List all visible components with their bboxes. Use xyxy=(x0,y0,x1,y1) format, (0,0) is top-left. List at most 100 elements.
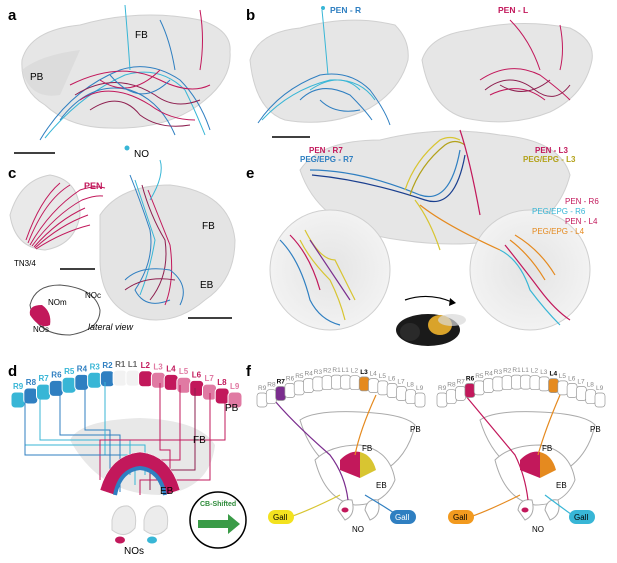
pb-glomerulus-f xyxy=(377,380,389,396)
pb-glomerulus-f xyxy=(473,380,485,396)
pb-glomerulus-f-label: L9 xyxy=(416,385,424,392)
pb-glomerulus-f xyxy=(492,376,504,392)
eb-highlight-f-right xyxy=(520,451,540,478)
pb-glomerulus-f xyxy=(358,376,370,392)
pb-region xyxy=(22,50,80,96)
eb-highlight-f-left xyxy=(340,451,360,478)
pb-glomerulus-f-label: R2 xyxy=(323,368,332,375)
pb-glomerulus-f-label: R4 xyxy=(485,371,494,378)
pen-r7-label: PEN - R7 xyxy=(309,146,343,155)
cb-shifted-label: CB-Shifted xyxy=(200,501,236,508)
pb-glomerulus-f-label: R3 xyxy=(494,369,503,376)
pb-glomerulus-f xyxy=(576,386,587,401)
lateral-view-label: lateral view xyxy=(88,322,134,332)
pen-label-c: PEN xyxy=(84,181,103,191)
fb-eb-neuropil-c xyxy=(99,184,236,321)
pb-glomerulus-f xyxy=(303,378,314,393)
no-dot-f-left xyxy=(341,507,349,513)
pb-glomerulus-f xyxy=(275,386,286,401)
panel-a-letter: a xyxy=(8,7,17,24)
no-label-f-right: NO xyxy=(532,525,544,534)
pb-glomerulus-f-label: R3 xyxy=(314,369,323,376)
panel-b-letter: b xyxy=(246,7,255,24)
r6-projection xyxy=(464,394,529,501)
pb-glomerulus-f-label: L6 xyxy=(388,376,396,383)
gall-right-1-label: Gall xyxy=(453,513,467,522)
pb-glomerulus-f-label: R8 xyxy=(267,382,276,389)
pb-glomerulus-f xyxy=(331,374,342,390)
pb-glomerulus-f-label: L4 xyxy=(550,371,558,378)
pb-glomerulus-f-label: L3 xyxy=(360,369,368,376)
noc-label: NOc xyxy=(85,291,101,300)
pb-glomerulus-f xyxy=(566,383,578,398)
panel-a: a FB PB NO xyxy=(8,4,231,160)
gall-left-2 xyxy=(390,510,416,524)
pb-glomerulus-label: R5 xyxy=(64,367,75,376)
pb-glomerulus xyxy=(10,391,26,409)
tn-label: TN3/4 xyxy=(14,259,36,268)
gall-left-2-label: Gall xyxy=(395,513,409,522)
fb-label-f-left: FB xyxy=(362,444,372,453)
pen-l-projections xyxy=(479,19,571,101)
pb-glomerulus-f xyxy=(265,389,277,405)
pb-glomerulus-f-label: L4 xyxy=(370,371,378,378)
pb-glomerulus-f-label: L5 xyxy=(379,373,387,380)
pb-glomerulus-f-label: R5 xyxy=(475,373,484,380)
pen-r-projections xyxy=(257,9,391,126)
pb-glomerulus-f xyxy=(368,378,379,393)
panel-d-letter: d xyxy=(8,363,17,380)
pb-glomerulus-f-label: R9 xyxy=(258,385,267,392)
pb-glomerulus-f xyxy=(321,375,333,391)
eb-highlight2-f-left xyxy=(360,452,376,478)
pb-glomerulus-label: R4 xyxy=(77,364,88,373)
pen-lateral-projections xyxy=(124,159,184,306)
pb-glomerulus-label: L5 xyxy=(179,367,189,376)
pb-glomerulus-f xyxy=(436,392,448,408)
pb-glomerulus-f xyxy=(585,389,597,405)
gall-left-1-label: Gall xyxy=(273,513,287,522)
pb-glomerulus-f-label: R1 xyxy=(332,367,341,374)
pb-glomerulus xyxy=(214,387,230,405)
panel-e-letter: e xyxy=(246,165,254,182)
pb-glomerulus-f xyxy=(340,374,351,390)
nos-label: NOs xyxy=(33,325,49,334)
pb-glomerulus xyxy=(87,371,103,389)
no-label-f-left: NO xyxy=(352,525,364,534)
no-label-a: NO xyxy=(134,149,149,160)
l4-projection xyxy=(537,394,561,456)
pb-glomerulus-label: L1 xyxy=(128,360,138,369)
pb-glomerulus-label: L4 xyxy=(166,364,176,373)
nos-right-dot xyxy=(147,536,157,544)
pb-glomerulus-label: R9 xyxy=(13,382,24,391)
pb-glomerulus-f xyxy=(284,383,296,398)
pen-r-arrow xyxy=(321,6,325,10)
pb-glomerulus-f xyxy=(256,392,268,408)
pb-glomerulus xyxy=(227,391,243,409)
pb-glomerulus-f-label: L7 xyxy=(397,379,405,386)
pb-glomerulus-f xyxy=(312,376,324,392)
pb-glomerulus-f-label: R6 xyxy=(286,376,295,383)
pb-glomerulus-f-label: R9 xyxy=(438,385,447,392)
pb-glomerulus-label: R8 xyxy=(26,378,37,387)
no-neuropil-c xyxy=(9,174,81,251)
pb-glomerulus-label: R7 xyxy=(39,374,50,383)
pb-label-d: PB xyxy=(225,403,239,414)
pb-glomerulus xyxy=(74,373,90,391)
pb-glomerulus-f xyxy=(349,375,361,391)
pb-glomerulus xyxy=(138,370,154,388)
pb-glomerulus-f-label: L9 xyxy=(596,385,604,392)
nom-label: NOm xyxy=(48,298,67,307)
pb-glomerulus-f-label: R7 xyxy=(457,379,466,386)
gall-right-2-label: Gall xyxy=(574,513,588,522)
zoom-inset-right xyxy=(469,209,591,331)
pen-l3-label: PEN - L3 xyxy=(535,146,568,155)
cb-shift-arrow xyxy=(198,514,240,534)
pb-glomerulus-f xyxy=(293,380,305,396)
pb-glomerulus-f-label: R1 xyxy=(512,367,521,374)
pb-glomerulus-f-label: L8 xyxy=(407,382,415,389)
pb-glomerulus-label: R1 xyxy=(115,360,126,369)
pb-glomerulus-f-label: L2 xyxy=(351,368,359,375)
eb-label-c: EB xyxy=(200,280,214,291)
